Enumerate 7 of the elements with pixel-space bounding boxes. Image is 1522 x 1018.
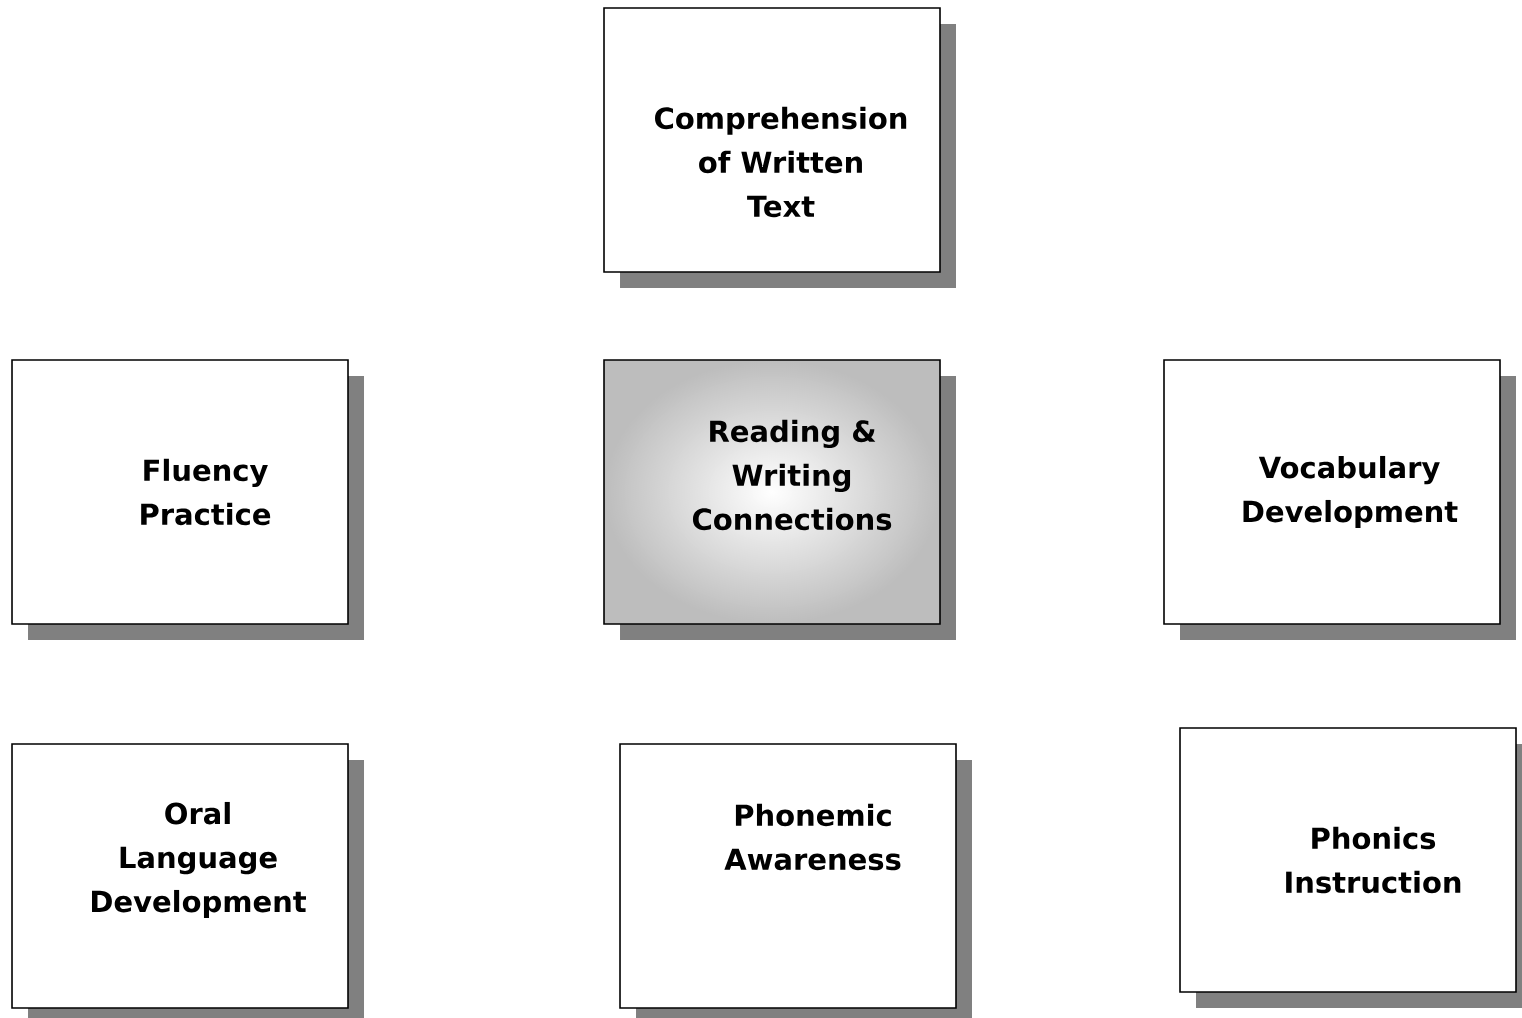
topic-box: Vocabulary Development xyxy=(1163,359,1516,640)
topic-box: Phonics Instruction xyxy=(1179,727,1522,1008)
topic-box: Fluency Practice xyxy=(11,359,364,640)
topic-box: Comprehension of Written Text xyxy=(603,7,956,288)
topic-box: Phonemic Awareness xyxy=(619,743,972,1018)
topic-box: Oral Language Development xyxy=(11,743,364,1018)
central-topic-box: Reading & Writing Connections xyxy=(603,359,956,640)
